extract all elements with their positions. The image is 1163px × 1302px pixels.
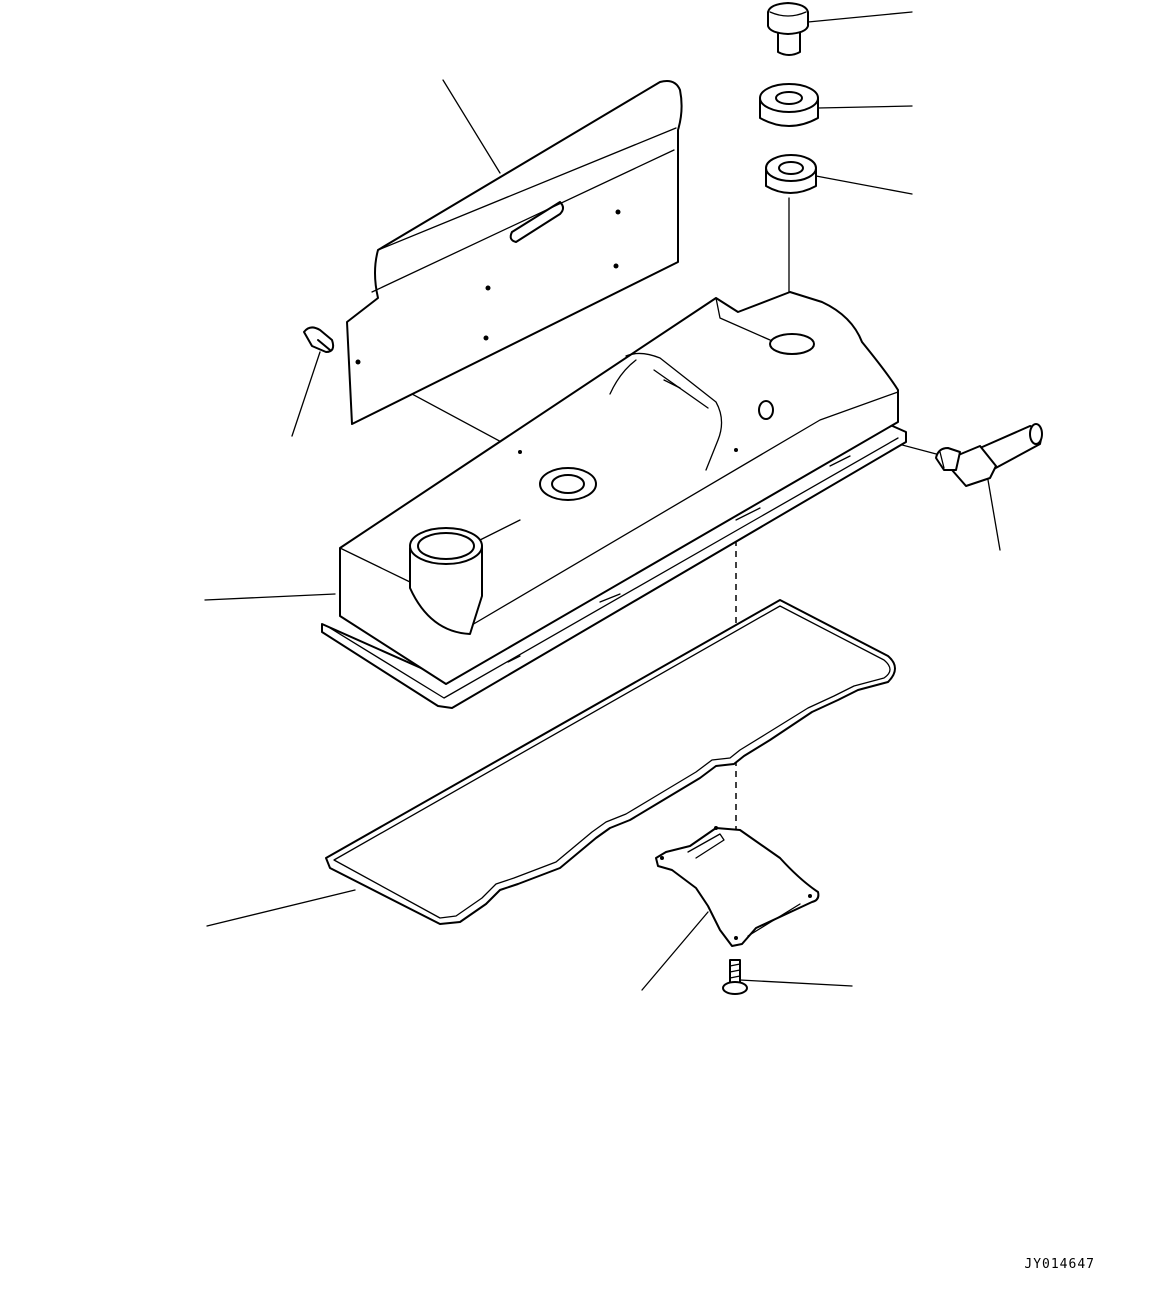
leader-valve-cover	[204, 593, 336, 601]
leader-gasket	[206, 889, 356, 927]
leader-washer-lower	[815, 175, 913, 195]
leader-washer-upper	[817, 105, 913, 109]
cover-gasket	[325, 599, 896, 925]
drawing-code-label: JY014647	[1024, 1257, 1095, 1272]
rubber-washer-lower	[765, 154, 817, 194]
bolt-cap	[767, 2, 809, 56]
bracket-plate	[655, 826, 820, 947]
elbow-fitting	[935, 423, 1043, 487]
leader-bolt-cap	[807, 11, 913, 23]
heat-shield-plate	[346, 80, 683, 425]
leader-lines	[204, 11, 1001, 991]
mounting-screw	[722, 959, 748, 995]
shield-clip	[303, 326, 335, 353]
leader-bracket	[641, 911, 709, 991]
leader-screw	[739, 979, 853, 987]
leader-elbow-fitting	[987, 479, 1001, 551]
valve-cover	[321, 291, 907, 709]
rubber-washer-upper	[759, 83, 819, 127]
leader-heat-shield	[442, 79, 501, 174]
leader-shield-clip	[291, 351, 321, 437]
